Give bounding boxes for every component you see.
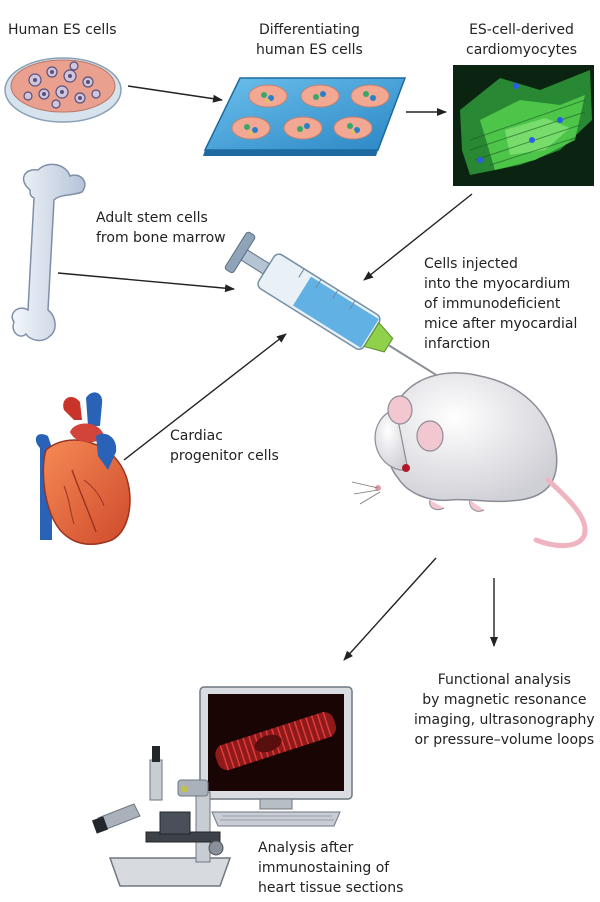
label-differentiating: Differentiating human ES cells bbox=[256, 20, 363, 60]
well-plate-icon bbox=[203, 78, 405, 156]
cardiomyocyte-micrograph bbox=[453, 65, 594, 186]
bone-icon bbox=[12, 164, 85, 340]
syringe-icon bbox=[224, 231, 451, 395]
mouse-icon bbox=[352, 373, 585, 546]
label-adult-stem-cells: Adult stem cells from bone marrow bbox=[96, 208, 226, 248]
label-line: or pressure–volume loops bbox=[414, 730, 595, 750]
label-line: ES-cell-derived bbox=[466, 20, 577, 40]
label-line: immunostaining of bbox=[258, 858, 403, 878]
label-line: Analysis after bbox=[258, 838, 403, 858]
label-line: heart tissue sections bbox=[258, 878, 403, 898]
label-line: Differentiating bbox=[256, 20, 363, 40]
label-line: Functional analysis bbox=[414, 670, 595, 690]
heart-icon bbox=[36, 392, 130, 544]
label-line: Cardiac bbox=[170, 426, 279, 446]
label-line: progenitor cells bbox=[170, 446, 279, 466]
label-functional-analysis: Functional analysis by magnetic resonanc… bbox=[414, 670, 595, 750]
label-line: from bone marrow bbox=[96, 228, 226, 248]
label-human-es-cells: Human ES cells bbox=[8, 20, 117, 40]
label-cardiac-progenitor: Cardiac progenitor cells bbox=[170, 426, 279, 466]
arrow-bone-to-syringe bbox=[58, 273, 234, 289]
label-line: by magnetic resonance bbox=[414, 690, 595, 710]
arrow-mouse-to-monitor bbox=[344, 558, 436, 660]
arrow-dish-to-plate bbox=[128, 86, 222, 100]
label-line: Adult stem cells bbox=[96, 208, 226, 228]
label-line: mice after myocardial bbox=[424, 314, 577, 334]
label-line: imaging, ultrasonography bbox=[414, 710, 595, 730]
label-line: into the myocardium bbox=[424, 274, 577, 294]
label-line: Cells injected bbox=[424, 254, 577, 274]
arrows bbox=[58, 86, 494, 660]
label-line: infarction bbox=[424, 334, 577, 354]
petri-dish-icon bbox=[5, 58, 121, 122]
label-line: of immunodeficient bbox=[424, 294, 577, 314]
label-cells-injected: Cells injected into the myocardium of im… bbox=[424, 254, 577, 354]
label-analysis-after: Analysis after immunostaining of heart t… bbox=[258, 838, 403, 898]
label-line: cardiomyocytes bbox=[466, 40, 577, 60]
label-line: human ES cells bbox=[256, 40, 363, 60]
computer-monitor-icon bbox=[200, 687, 352, 826]
label-es-derived: ES-cell-derived cardiomyocytes bbox=[466, 20, 577, 60]
